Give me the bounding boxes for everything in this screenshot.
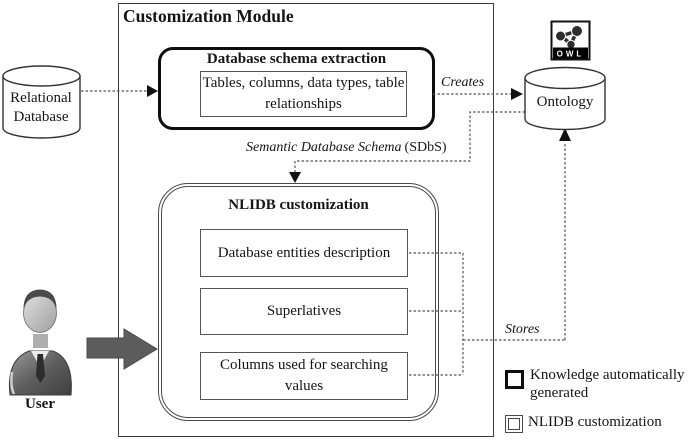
nlidb-item-label: Columns used for searching values: [220, 357, 388, 394]
arrowhead-creates: [511, 88, 523, 100]
schema-extraction-content: Tables, columns, data types, table relat…: [202, 75, 405, 112]
user-label: User: [25, 396, 55, 412]
legend-swatch-nlidb-customization: [505, 415, 523, 433]
nlidb-item-label: Superlatives: [266, 303, 342, 319]
owl-molecule-graphic: [559, 29, 579, 46]
owl-icon-label: OWL: [557, 50, 585, 59]
nlidb-item-superlatives: Superlatives: [200, 288, 408, 335]
creates-edge-label: Creates: [441, 75, 485, 90]
nlidb-item-searching-columns: Columns used for searching values: [200, 352, 408, 400]
legend-swatch-knowledge-generated: [505, 370, 524, 389]
sdbs-abbreviation: (SDbS): [404, 140, 447, 155]
schema-extraction-title: Database schema extraction: [206, 51, 387, 67]
sdbs-phrase: Semantic Database Schema: [246, 140, 402, 155]
nlidb-item-entities-description: Database entities description: [200, 229, 408, 277]
ontology-label: Ontology: [536, 94, 594, 110]
stores-edge-label: Stores: [505, 322, 540, 337]
legend-label-nlidb-customization: NLIDB customization: [528, 414, 662, 430]
nlidb-customization-title: NLIDB customization: [228, 197, 369, 213]
nlidb-item-label: Database entities description: [217, 244, 391, 261]
user-icon: [8, 289, 72, 396]
relational-database-label: Relational Database: [10, 90, 72, 125]
owl-icon: OWL: [550, 20, 591, 61]
sdbs-edge-label: Semantic Database Schema(SDbS): [246, 140, 447, 156]
module-title: Customization Module: [123, 6, 294, 26]
schema-extraction-content-box: Tables, columns, data types, table relat…: [200, 71, 407, 117]
arrowhead-stores: [559, 128, 571, 141]
legend-label-knowledge-generated: Knowledge automatically generated: [530, 367, 685, 401]
